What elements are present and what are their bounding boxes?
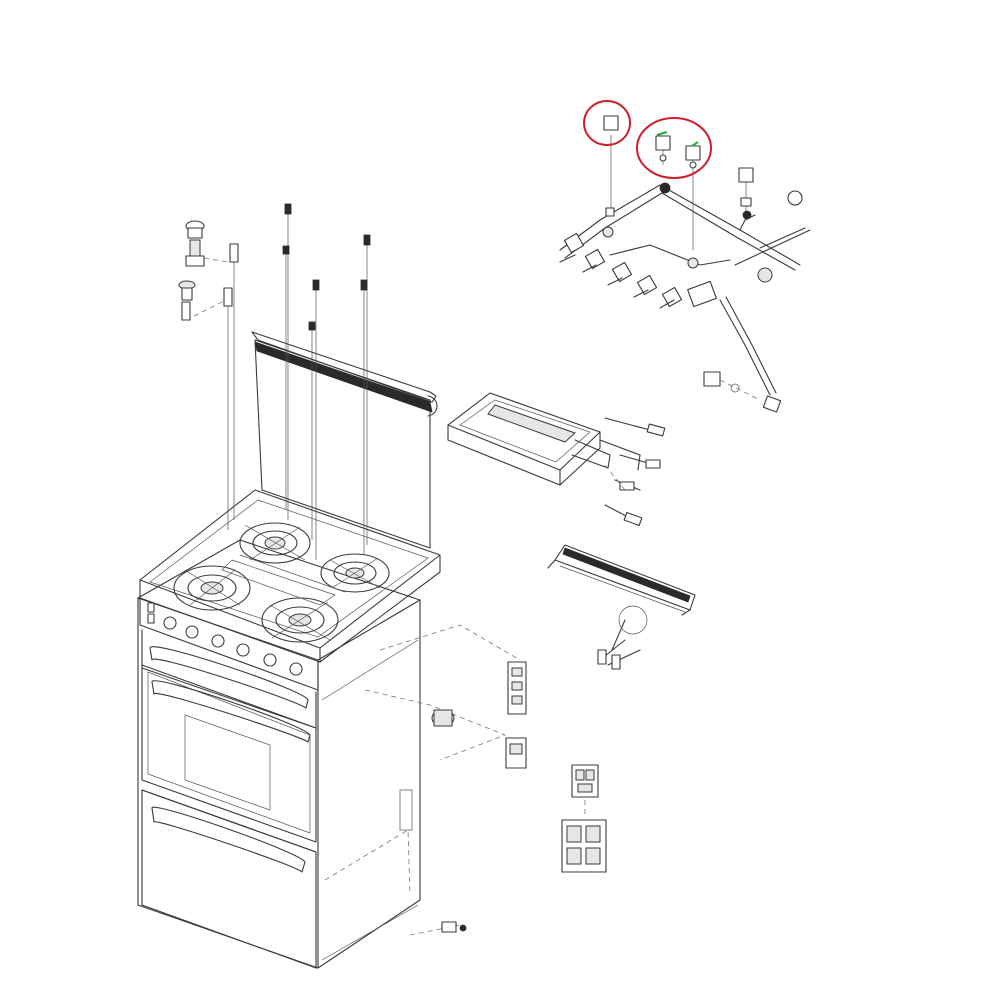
gas-manifold-assembly	[559, 115, 811, 413]
highlight-circle-left	[583, 100, 631, 146]
highlight-circles	[583, 100, 712, 179]
highlight-circle-right	[636, 117, 712, 179]
control-components	[364, 624, 607, 936]
mounting-bracket	[547, 544, 696, 670]
jet-accent-marks	[656, 131, 699, 147]
stove-body	[137, 489, 441, 969]
fastener-explode-lines	[223, 203, 371, 560]
burners-and-pan-supports	[173, 522, 390, 643]
grill-burner-assembly	[447, 392, 666, 527]
control-knobs	[147, 602, 303, 676]
valve-assembly-left	[178, 220, 229, 321]
lid-backsplash	[251, 331, 438, 549]
